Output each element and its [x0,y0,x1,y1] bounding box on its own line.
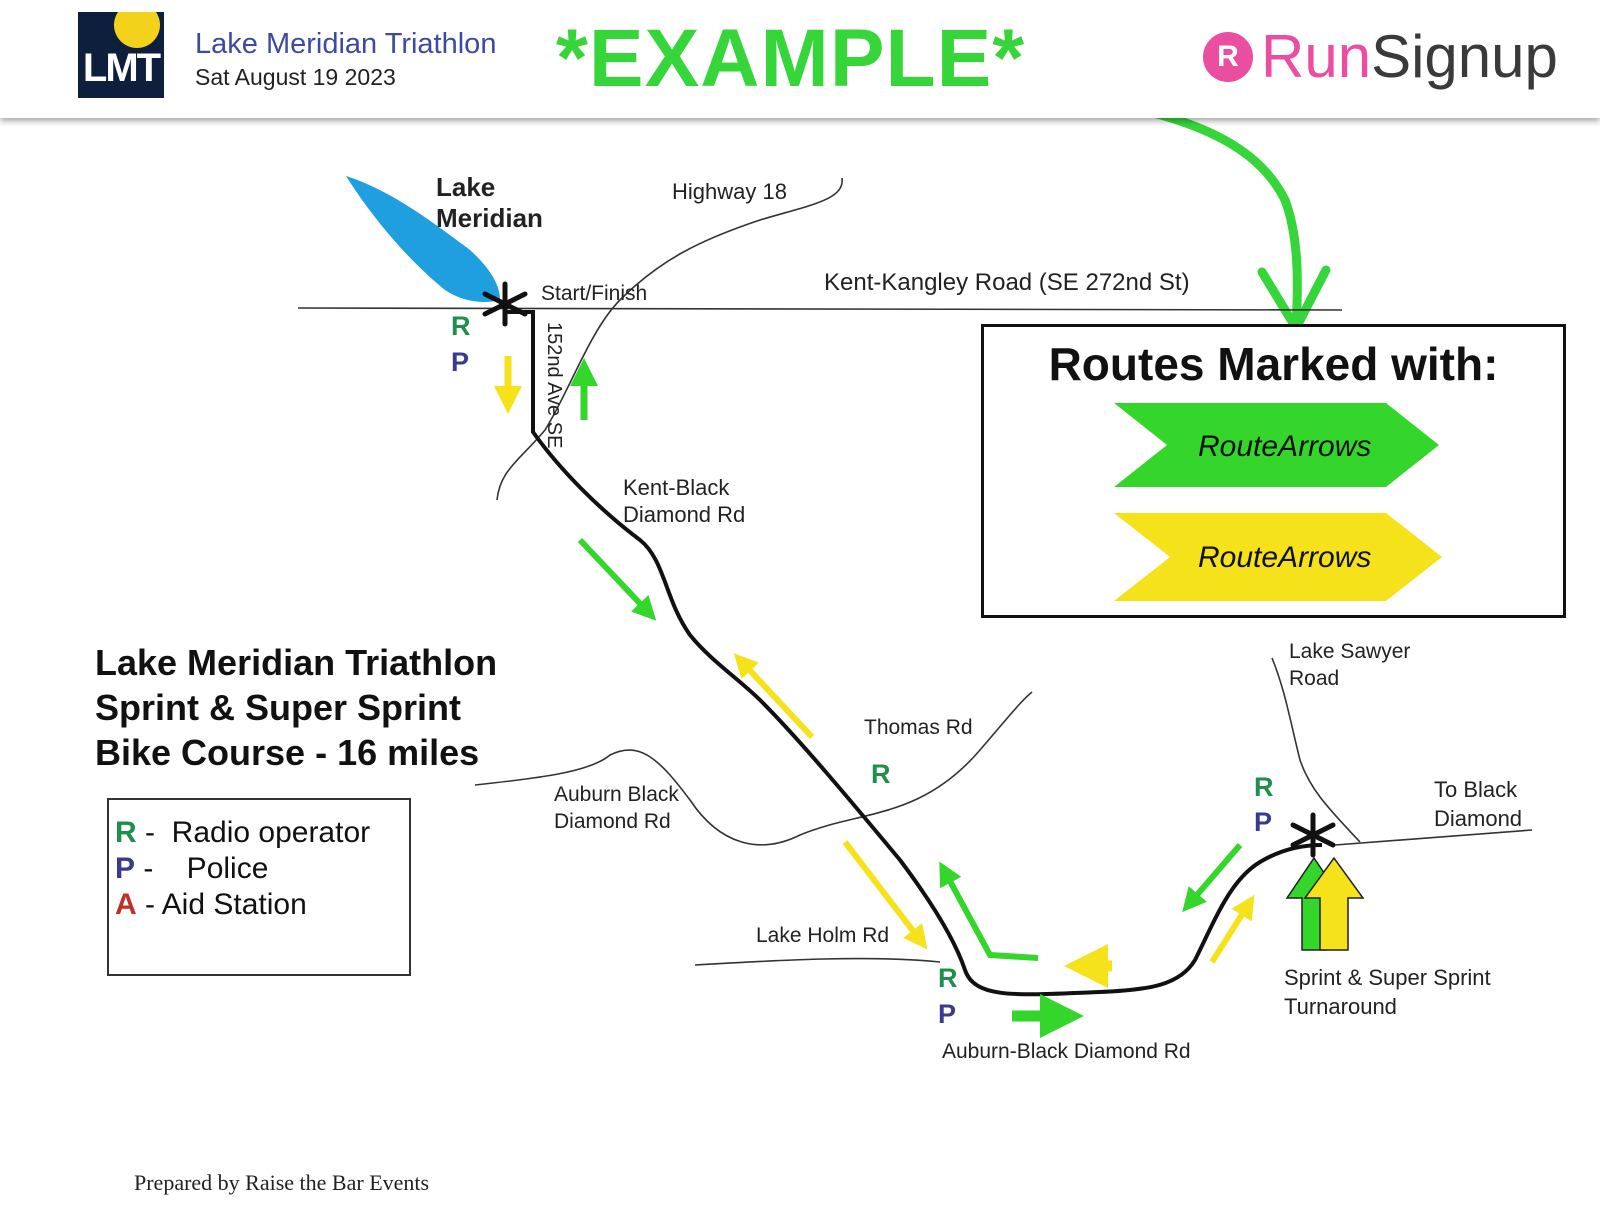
police-marker: P [938,999,956,1029]
legend-radio-key: R [115,816,137,849]
event-title[interactable]: Lake Meridian Triathlon [195,28,497,60]
green-route-arrow-sign [1114,403,1439,487]
green-arrow-lhr [939,861,1039,961]
legend-police: P - Police [115,852,268,886]
course-title-line-3: Bike Course - 16 miles [95,732,480,773]
yellow-arrow-kbd [733,653,815,740]
highway-label: Highway 18 [672,179,787,204]
kent-black-label-2: Diamond Rd [623,502,745,527]
runsignup-wordmark: RunSignup [1261,22,1558,91]
lake-label-1: Lake [436,172,495,202]
header-bar: LMT Lake Meridian Triathlon Sat August 1… [0,0,1600,118]
course-title-line-2: Sprint & Super Sprint [95,687,462,728]
auburn-black-diamond-label: Auburn-Black Diamond Rd [942,1040,1191,1063]
kent-kangley-label: Kent-Kangley Road (SE 272nd St) [824,269,1190,296]
turnaround-label-1: Sprint & Super Sprint [1284,965,1491,990]
yellow-route-arrow-sign [1114,513,1442,601]
example-label: *EXAMPLE* [556,13,1026,104]
routes-title: Routes Marked with: [1048,338,1499,390]
route-arrows-signs: RouteArrows RouteArrows [1114,403,1442,601]
lake-sawyer-road [1271,657,1361,843]
green-arrow-desc [1182,843,1243,913]
turnaround-asterisk-icon [1290,812,1336,858]
radio-marker: R [871,759,891,789]
yellow-route-arrow-text: RouteArrows [1198,541,1371,574]
runsignup-badge-icon: R [1203,32,1253,82]
brand-run: Run [1261,23,1372,90]
ave-label: 152nd Ave SE [543,322,565,448]
radio-marker: R [1254,772,1274,802]
lake-label-2: Meridian [436,203,543,233]
lake-sawyer-label-2: Road [1289,667,1339,690]
legend-aid: A - Aid Station [115,888,307,922]
lmt-logo: LMT [78,12,164,98]
to-black-label-2: Diamond [1434,806,1522,831]
prepared-by: Prepared by Raise the Bar Events [134,1170,430,1195]
yellow-turnaround-arrow [1303,856,1365,951]
legend-police-text: - Police [135,852,269,885]
auburn-black-label-2: Diamond Rd [554,810,671,833]
sun-icon [114,12,160,48]
legend-aid-key: A [115,888,137,921]
highway-18-road [496,177,843,501]
start-finish-asterisk-icon [482,281,528,327]
lake-holm-road [694,957,941,966]
event-date: Sat August 19 2023 [195,64,396,90]
lake-holm-label: Lake Holm Rd [756,924,889,947]
yellow-arrow-lhr [842,840,928,950]
yellow-arrow-rise [1209,894,1255,964]
to-black-label-1: To Black [1434,777,1518,802]
logo-text: LMT [82,46,161,90]
to-black-diamond-road [1334,829,1533,846]
brand-signup: Signup [1371,23,1558,90]
legend-radio-text: - Radio operator [136,816,371,849]
radio-marker: R [938,963,958,993]
bike-course-route [505,310,1323,997]
lake-sawyer-label-1: Lake Sawyer [1289,640,1410,663]
green-arrow-kbd [577,537,657,621]
legend-aid-text: - Aid Station [136,888,307,921]
green-route-arrow-text: RouteArrows [1198,430,1371,463]
thomas-road [474,691,1033,846]
thomas-label: Thomas Rd [864,716,973,739]
legend-radio: R - Radio operator [115,816,370,850]
police-marker: P [1254,807,1272,837]
legend-box: R - Radio operator P - Police A - Aid St… [107,798,411,976]
start-finish-label: Start/Finish [541,282,647,305]
kent-black-label-1: Kent-Black [623,475,730,500]
kent-kangley-road [297,307,1343,311]
radio-marker: R [451,311,471,341]
auburn-black-label-1: Auburn Black [554,783,679,806]
legend-police-key: P [115,852,136,885]
course-title: Lake Meridian Triathlon Sprint & Super S… [95,640,497,775]
turnaround-label-2: Turnaround [1284,994,1397,1019]
course-title-line-1: Lake Meridian Triathlon [95,642,498,683]
lake-shape [346,176,500,302]
police-marker: P [451,347,469,377]
routes-marked-box: Routes Marked with: RouteArrows RouteArr… [981,324,1566,618]
